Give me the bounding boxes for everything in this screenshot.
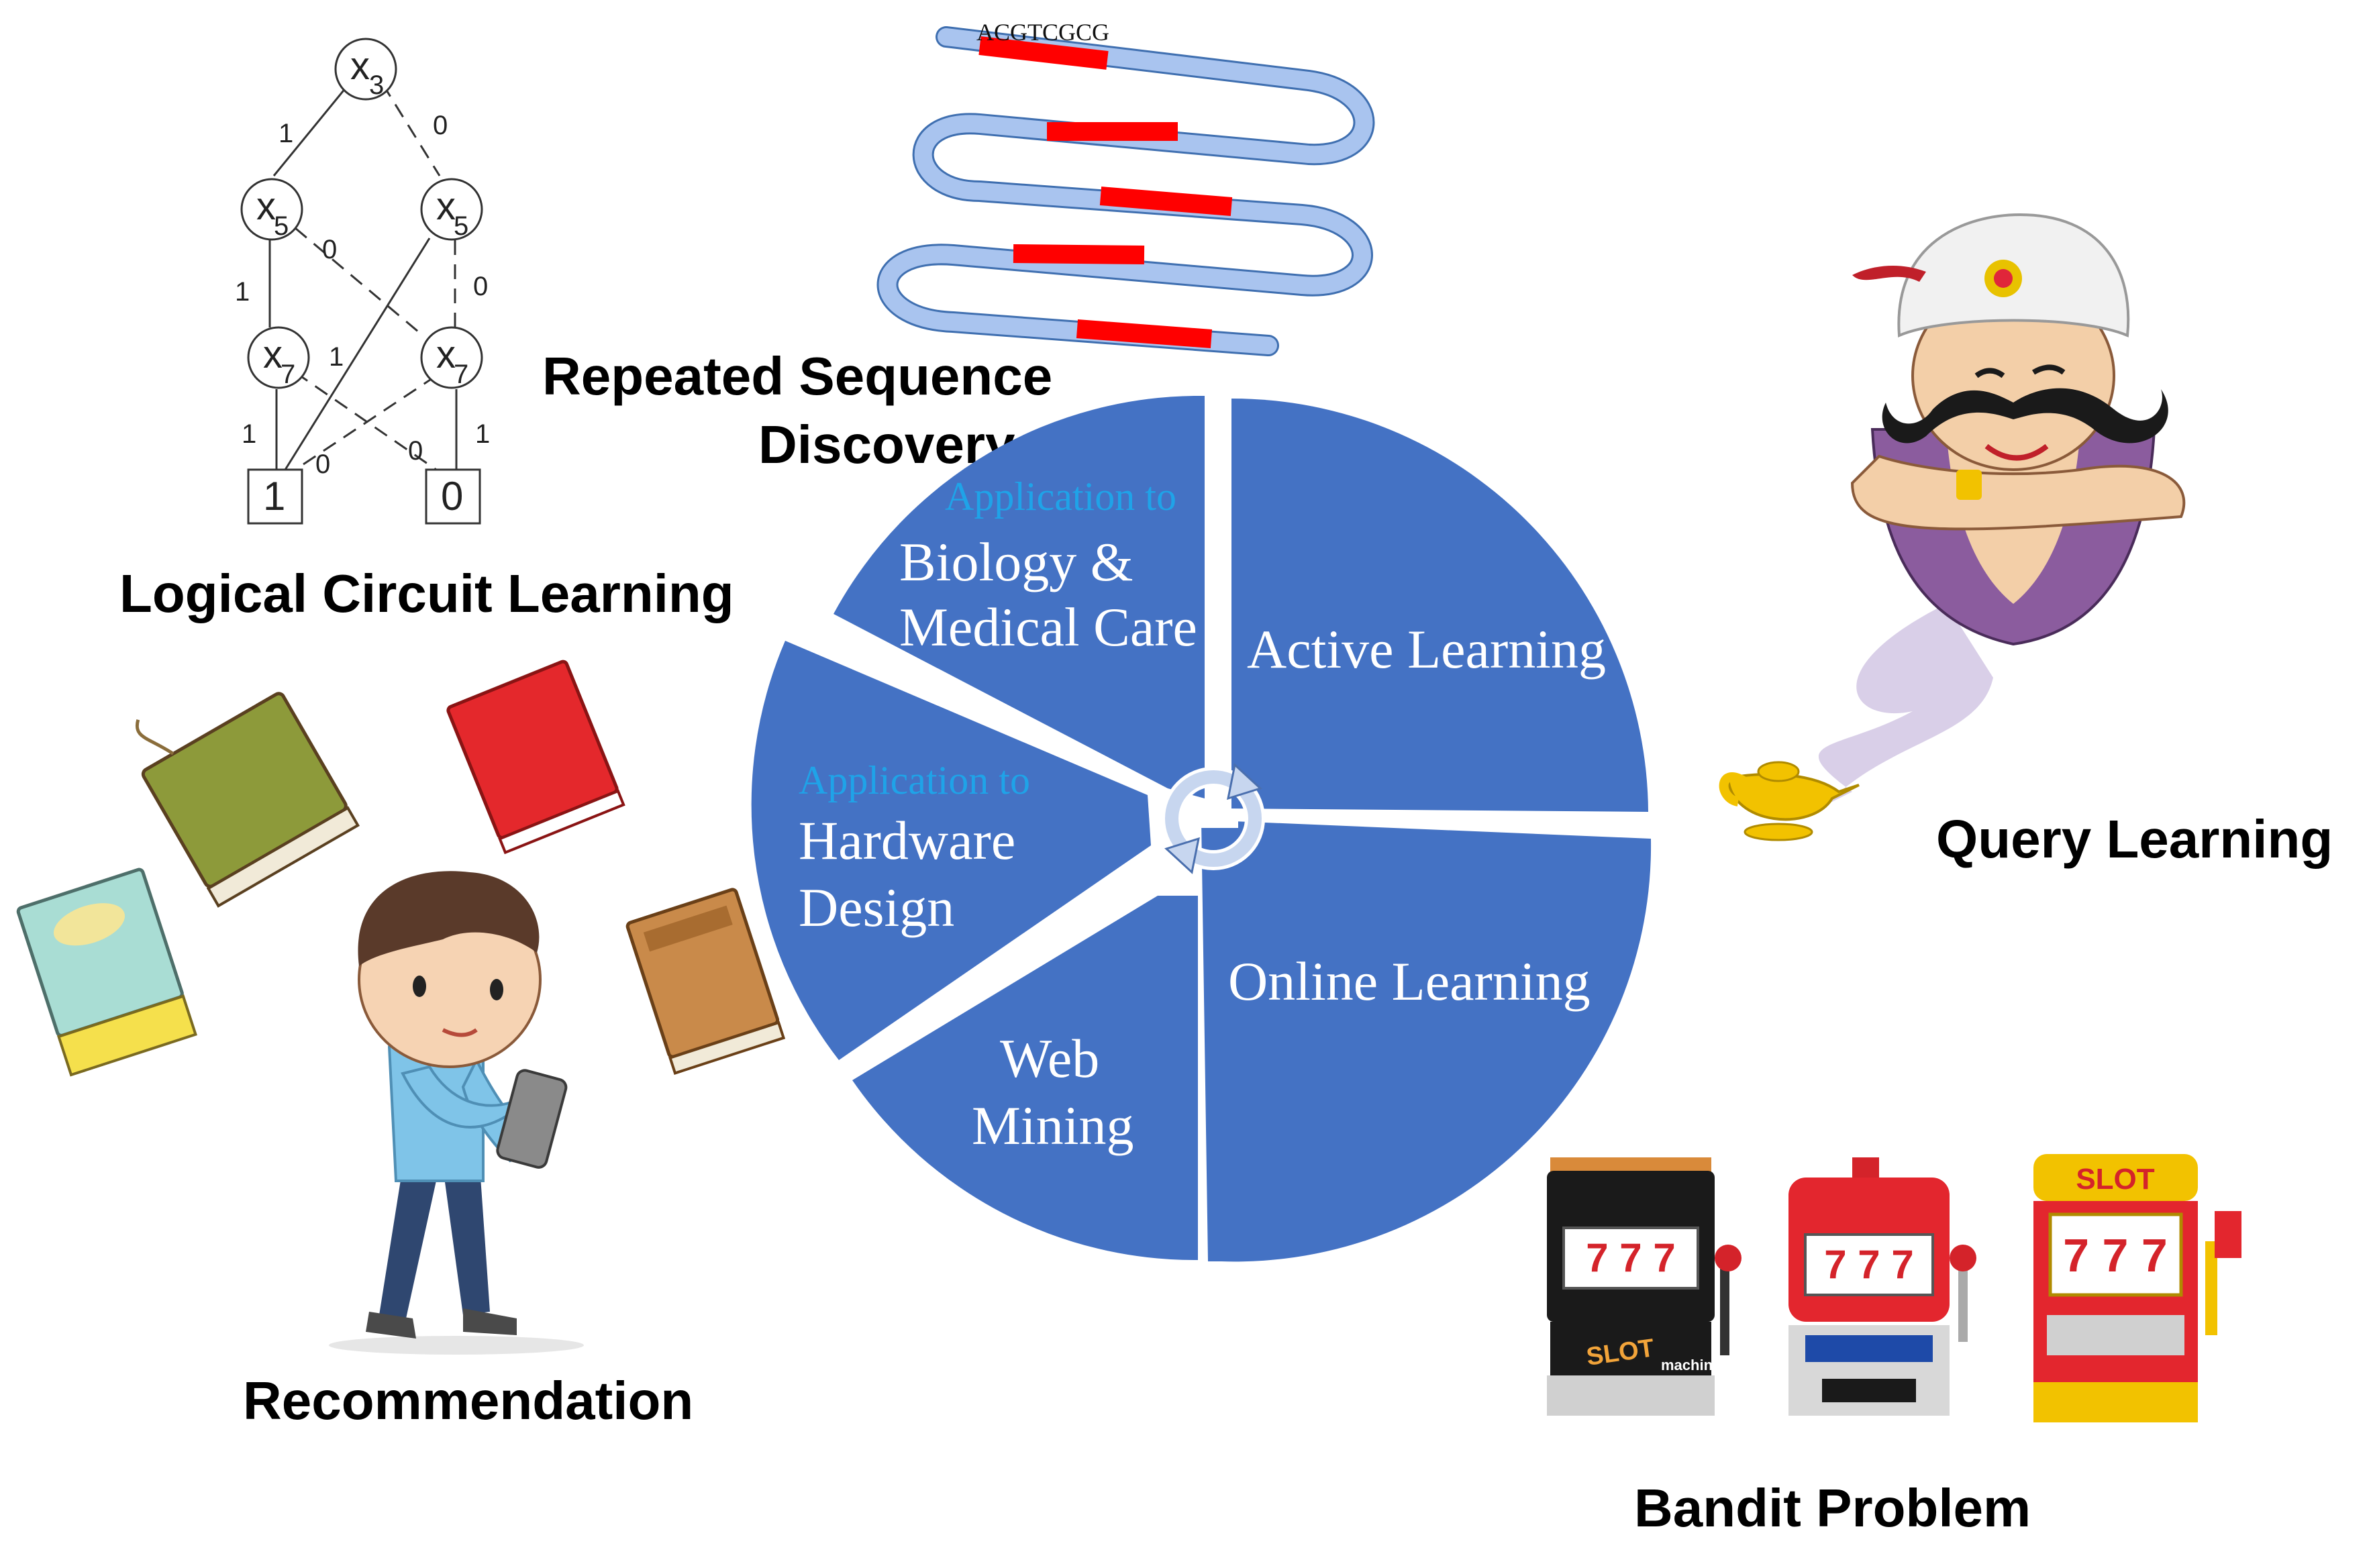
bdd-edge-label: 1 [279,119,293,148]
genie-feather [1852,265,1926,282]
book-icon-brown [625,888,786,1075]
bdd-label-x5b-sub: 5 [454,211,468,241]
dna-repeat-marker [978,36,1109,70]
bdd-label-x3-sub: 3 [369,70,384,100]
application-pie: Application to Biology & Medical Care Ac… [751,395,1652,1262]
recommendation-label: Recommendation [243,1371,693,1430]
pie-hardware-line2: Design [799,877,954,938]
genie-smoke [1818,604,1993,805]
bdd-diagram: x 3 x 5 x 5 x 7 x 7 1 0 1 0 0 1 0 1 1 0 … [235,38,490,525]
slot-sign-3: SLOT [2076,1163,2154,1196]
pie-biology-line2: Medical Care [899,596,1197,658]
repeated-sequence-label-line1: Repeated Sequence [542,346,1052,406]
query-learning-label: Query Learning [1936,809,2333,869]
bdd-edge-label: 1 [475,419,490,449]
bdd-terminal-1 [247,468,303,525]
bdd-edge [272,83,350,176]
pie-slice-biology-medical[interactable] [834,395,1205,798]
bdd-terminal-1-label: 1 [263,474,285,519]
dna-strand-illustration: ACGTCGCG [876,19,1375,356]
bdd-label-x5a-sub: 5 [274,211,289,241]
dna-strand [878,28,1373,354]
slot-machine-black: 7 7 7 SLOT machine [1547,1157,1742,1416]
pie-biology-sub: Application to [945,474,1176,519]
pie-active-learning: Active Learning [1247,619,1606,680]
bdd-label-x5b: x [436,185,456,228]
bdd-edge-label: 1 [329,342,344,372]
bdd-edge-label: 1 [235,277,250,307]
pie-hardware-sub: Application to [799,758,1030,802]
genie-illustration [1818,213,2186,805]
bandit-problem-label: Bandit Problem [1634,1478,2031,1538]
book-icon-red [446,660,625,855]
bdd-edge [381,83,441,176]
bdd-edge-label: 0 [315,450,330,479]
bdd-edge-label: 0 [473,272,488,301]
slot-machine-gold: SLOT 7 7 7 [2033,1154,2241,1422]
bdd-node-x5-right [420,178,483,241]
bdd-edge [284,238,431,470]
genie-mustache [1882,388,2168,443]
bdd-edge-label: 0 [433,111,448,140]
bdd-label-x5a: x [256,185,276,228]
dna-sequence-text: ACGTCGCG [976,19,1109,46]
dna-repeat-marker [1099,187,1233,216]
bdd-node-x5-left [240,178,303,241]
bdd-edge [295,374,437,471]
pie-hardware-line1: Hardware [799,810,1015,871]
bdd-node-x7-left [247,326,310,389]
pie-slice-web-mining[interactable] [852,896,1198,1261]
slot-machine-red: 7 7 7 [1788,1157,1976,1416]
bdd-label-x7a-sub: 7 [281,360,295,389]
pie-slice-online-learning[interactable] [1201,820,1652,1262]
person-with-smartphone [329,871,584,1355]
slot-reels-1: 7 7 7 [1586,1235,1675,1280]
pie-biology-line1: Biology & [899,531,1133,592]
dna-repeat-marker [1076,319,1213,348]
bdd-label-x7a: x [263,333,283,376]
slot-reels-2: 7 7 7 [1824,1242,1913,1287]
bdd-label-x3: x [350,44,370,88]
logical-circuit-label: Logical Circuit Learning [119,564,734,623]
smartphone-icon [496,1069,568,1169]
bdd-terminal-0 [425,468,481,525]
pie-slice-active-learning[interactable] [1231,398,1648,812]
book-icon-olive [135,692,360,908]
slot-sign-1-sub: machine [1661,1357,1721,1373]
bdd-node-x7-right [420,326,483,389]
bdd-edge-label: 0 [408,436,423,466]
bdd-edge-label: 1 [242,419,256,449]
cycle-arrows-icon [1162,763,1265,874]
bdd-edge [295,371,437,471]
pie-online-learning: Online Learning [1228,951,1591,1012]
pie-web-line2: Mining [972,1095,1133,1156]
pie-slice-hardware-design[interactable] [751,641,1151,1060]
dna-repeat-marker [1013,244,1145,264]
pie-web-line1: Web [1000,1028,1099,1089]
genie-bracelet [1956,470,1982,500]
bdd-label-x7b: x [436,333,456,376]
book-icon-teal [16,868,197,1077]
bdd-edge-label: 0 [322,235,337,264]
bdd-label-x7b-sub: 7 [454,360,468,389]
slot-reels-3: 7 7 7 [2063,1229,2168,1282]
bdd-edge [295,227,423,337]
bdd-terminal-0-label: 0 [441,474,463,519]
bdd-node-x3 [334,38,397,101]
magic-lamp-icon [1719,761,1860,841]
